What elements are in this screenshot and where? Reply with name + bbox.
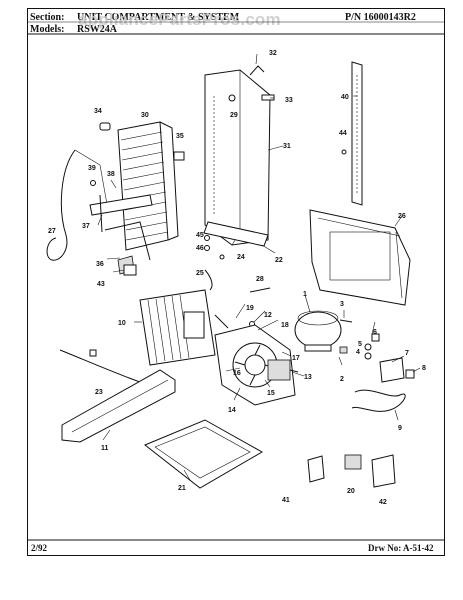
callout-37: 37 [82, 223, 90, 230]
callout-41: 41 [282, 497, 290, 504]
callout-40: 40 [341, 94, 349, 101]
callout-27: 27 [48, 228, 56, 235]
callout-35: 35 [176, 133, 184, 140]
callout-16: 16 [233, 370, 241, 377]
callout-34: 34 [94, 108, 102, 115]
side-strip [351, 61, 363, 206]
callout-11: 11 [101, 445, 109, 452]
wire-19 [214, 314, 229, 329]
screw-45 [204, 235, 210, 241]
screw-44 [341, 149, 347, 155]
clip-33 [261, 94, 275, 101]
callout-44: 44 [339, 130, 347, 137]
support-wire [104, 221, 151, 261]
cover-panel [309, 209, 411, 306]
screw-24 [219, 254, 225, 260]
screw-46 [204, 245, 210, 251]
callout-29: 29 [230, 112, 238, 119]
part-6 [371, 333, 380, 342]
fan-shroud [139, 289, 216, 366]
clip-5 [364, 343, 372, 351]
compressor [294, 310, 342, 352]
screw-39 [90, 180, 96, 186]
callout-18: 18 [281, 322, 289, 329]
callout-13: 13 [304, 374, 312, 381]
callout-24: 24 [237, 254, 245, 261]
models-value: RSW24A [77, 24, 118, 35]
part-42 [371, 454, 396, 488]
relay-7 [379, 357, 405, 383]
grommet-29 [228, 94, 236, 102]
callout-39: 39 [88, 165, 96, 172]
callout-17: 17 [292, 355, 300, 362]
screw-25 [89, 349, 97, 357]
bracket-rod [99, 194, 103, 233]
overload-8 [405, 369, 415, 379]
callout-36: 36 [96, 261, 104, 268]
callout-5: 5 [358, 341, 362, 348]
callout-33: 33 [285, 97, 293, 104]
callout-12: 12 [264, 312, 272, 319]
callout-4: 4 [356, 349, 360, 356]
callout-9: 9 [398, 425, 402, 432]
callout-42: 42 [379, 499, 387, 506]
clip-35 [173, 151, 185, 161]
drain-tube [46, 149, 76, 261]
callout-26: 26 [398, 213, 406, 220]
drain-pan [144, 419, 264, 489]
tube-25 [204, 269, 213, 291]
callout-28: 28 [256, 276, 264, 283]
callout-20: 20 [347, 488, 355, 495]
fan-motor-assembly [214, 324, 299, 406]
callout-8: 8 [422, 365, 426, 372]
callout-30: 30 [141, 112, 149, 119]
callout-43: 43 [97, 281, 105, 288]
tube-branch [74, 149, 109, 211]
rail-11-edge [71, 379, 169, 433]
condenser-coil [117, 121, 179, 251]
callout-22: 22 [275, 257, 283, 264]
callout-31: 31 [283, 143, 291, 150]
part-number: P/N 16000143R2 [345, 12, 416, 23]
section-label: Section: [30, 12, 65, 23]
callout-2: 2 [340, 376, 344, 383]
part-43 [123, 264, 137, 276]
callout-38: 38 [107, 171, 115, 178]
screw-32 [249, 65, 265, 76]
callout-1: 1 [303, 291, 307, 298]
callout-19: 19 [246, 305, 254, 312]
callout-21: 21 [178, 485, 186, 492]
callout-15: 15 [267, 390, 275, 397]
coil-bracket [89, 194, 153, 216]
callout-10: 10 [118, 320, 126, 327]
callout-25: 25 [196, 270, 204, 277]
diagram-frame [27, 8, 445, 556]
tube-28 [249, 287, 271, 293]
clip-34 [99, 122, 111, 131]
models-label: Models: [30, 24, 65, 35]
wire-harness-9 [351, 389, 406, 412]
callout-6: 6 [373, 329, 377, 336]
part-41 [307, 455, 325, 483]
fitting-3 [339, 319, 353, 323]
callout-23: 23 [95, 389, 103, 396]
clip-4 [364, 352, 372, 360]
revision-date: 2/92 [31, 543, 48, 553]
callout-46: 46 [196, 245, 204, 252]
callout-labels: 1 2 3 4 5 6 7 8 9 10 11 12 13 14 15 16 1… [48, 50, 426, 506]
drawing-number: Drw No: A-51-42 [368, 543, 434, 553]
grommet-2 [339, 346, 348, 354]
vertical-panel [204, 69, 271, 246]
callout-3: 3 [340, 301, 344, 308]
rail-11 [61, 369, 176, 443]
leader-lines [97, 53, 421, 481]
part-20 [344, 454, 362, 470]
callout-14: 14 [228, 407, 236, 414]
callout-7: 7 [405, 350, 409, 357]
section-title: UNIT COMPARTMENT & SYSTEM [77, 12, 240, 23]
callout-32: 32 [269, 50, 277, 57]
watermark-text: appliancePartsPros.com [78, 10, 281, 29]
callout-45: 45 [196, 232, 204, 239]
